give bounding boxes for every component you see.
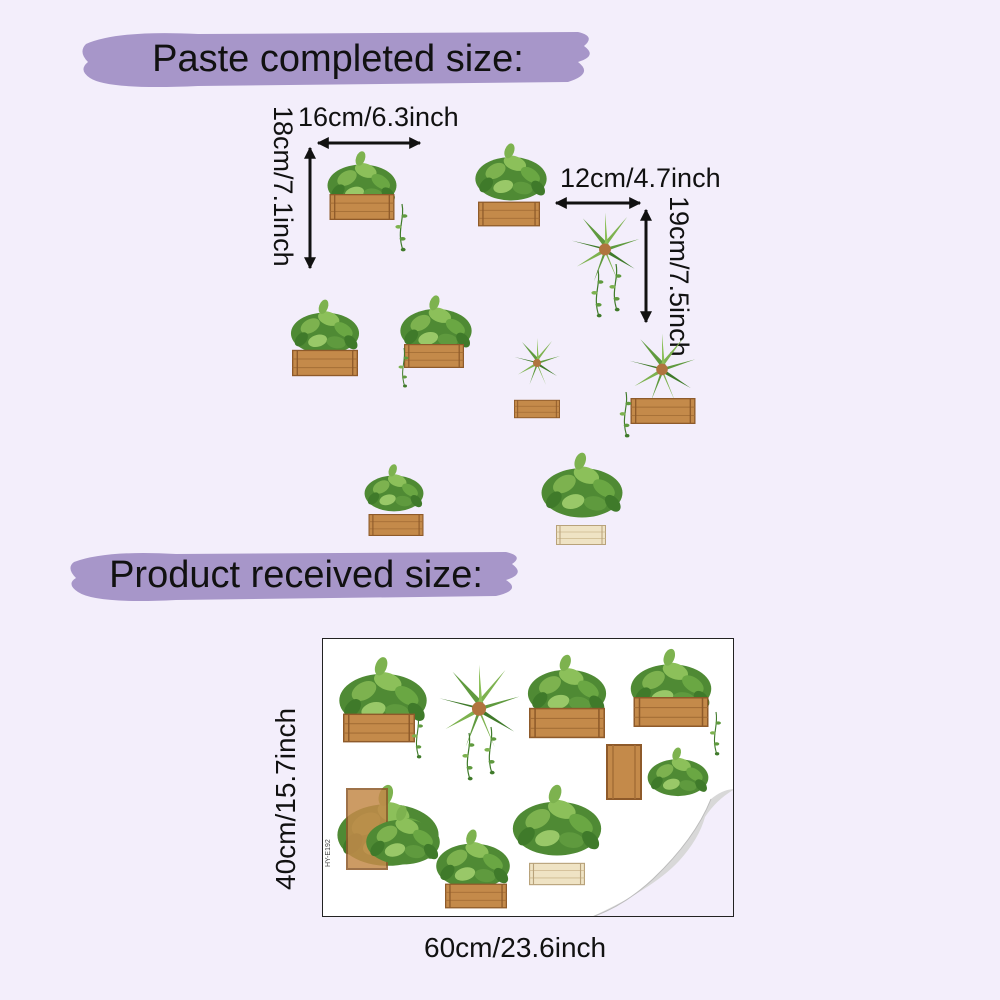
paste-size-banner: Paste completed size: xyxy=(78,26,598,92)
potted-plant-icon xyxy=(541,451,624,546)
potted-plant-icon xyxy=(619,333,696,438)
potted-plant-icon xyxy=(398,293,473,388)
potted-plant-icon xyxy=(327,149,409,253)
potted-plant-icon xyxy=(514,338,560,419)
received-size-banner: Product received size: xyxy=(66,546,526,604)
brush-stroke-shape xyxy=(70,552,518,601)
potted-plant-icon xyxy=(436,828,511,909)
wall-planter-icon xyxy=(337,782,441,870)
hanging-plant-icon xyxy=(571,212,640,319)
paste-size-heading: Paste completed size: xyxy=(152,37,524,80)
potted-plant-icon xyxy=(339,655,429,760)
hanging-plant-icon xyxy=(439,664,520,782)
potted-plant-icon xyxy=(630,647,722,757)
width-label-2: 12cm/4.7inch xyxy=(560,163,721,193)
potted-plant-icon xyxy=(475,141,548,227)
potted-plant-icon xyxy=(290,298,361,377)
received-size-heading: Product received size: xyxy=(109,553,483,596)
potted-plant-icon xyxy=(512,783,603,886)
sheet-plant-artwork xyxy=(337,647,733,916)
wall-planter-icon xyxy=(606,744,710,800)
brush-stroke-shape xyxy=(82,32,590,87)
decal-sheet: HY-E192 xyxy=(322,638,734,917)
height-label-1: 18cm/7.1inch xyxy=(268,106,298,267)
page-curl-icon xyxy=(593,789,733,916)
potted-plant-icon xyxy=(527,653,608,739)
sheet-width-label: 60cm/23.6inch xyxy=(424,932,607,963)
potted-plant-icon xyxy=(364,463,425,536)
width-label-1: 16cm/6.3inch xyxy=(298,102,459,132)
sheet-product-code: HY-E192 xyxy=(325,839,332,867)
sheet-height-label: 40cm/15.7inch xyxy=(270,707,301,890)
